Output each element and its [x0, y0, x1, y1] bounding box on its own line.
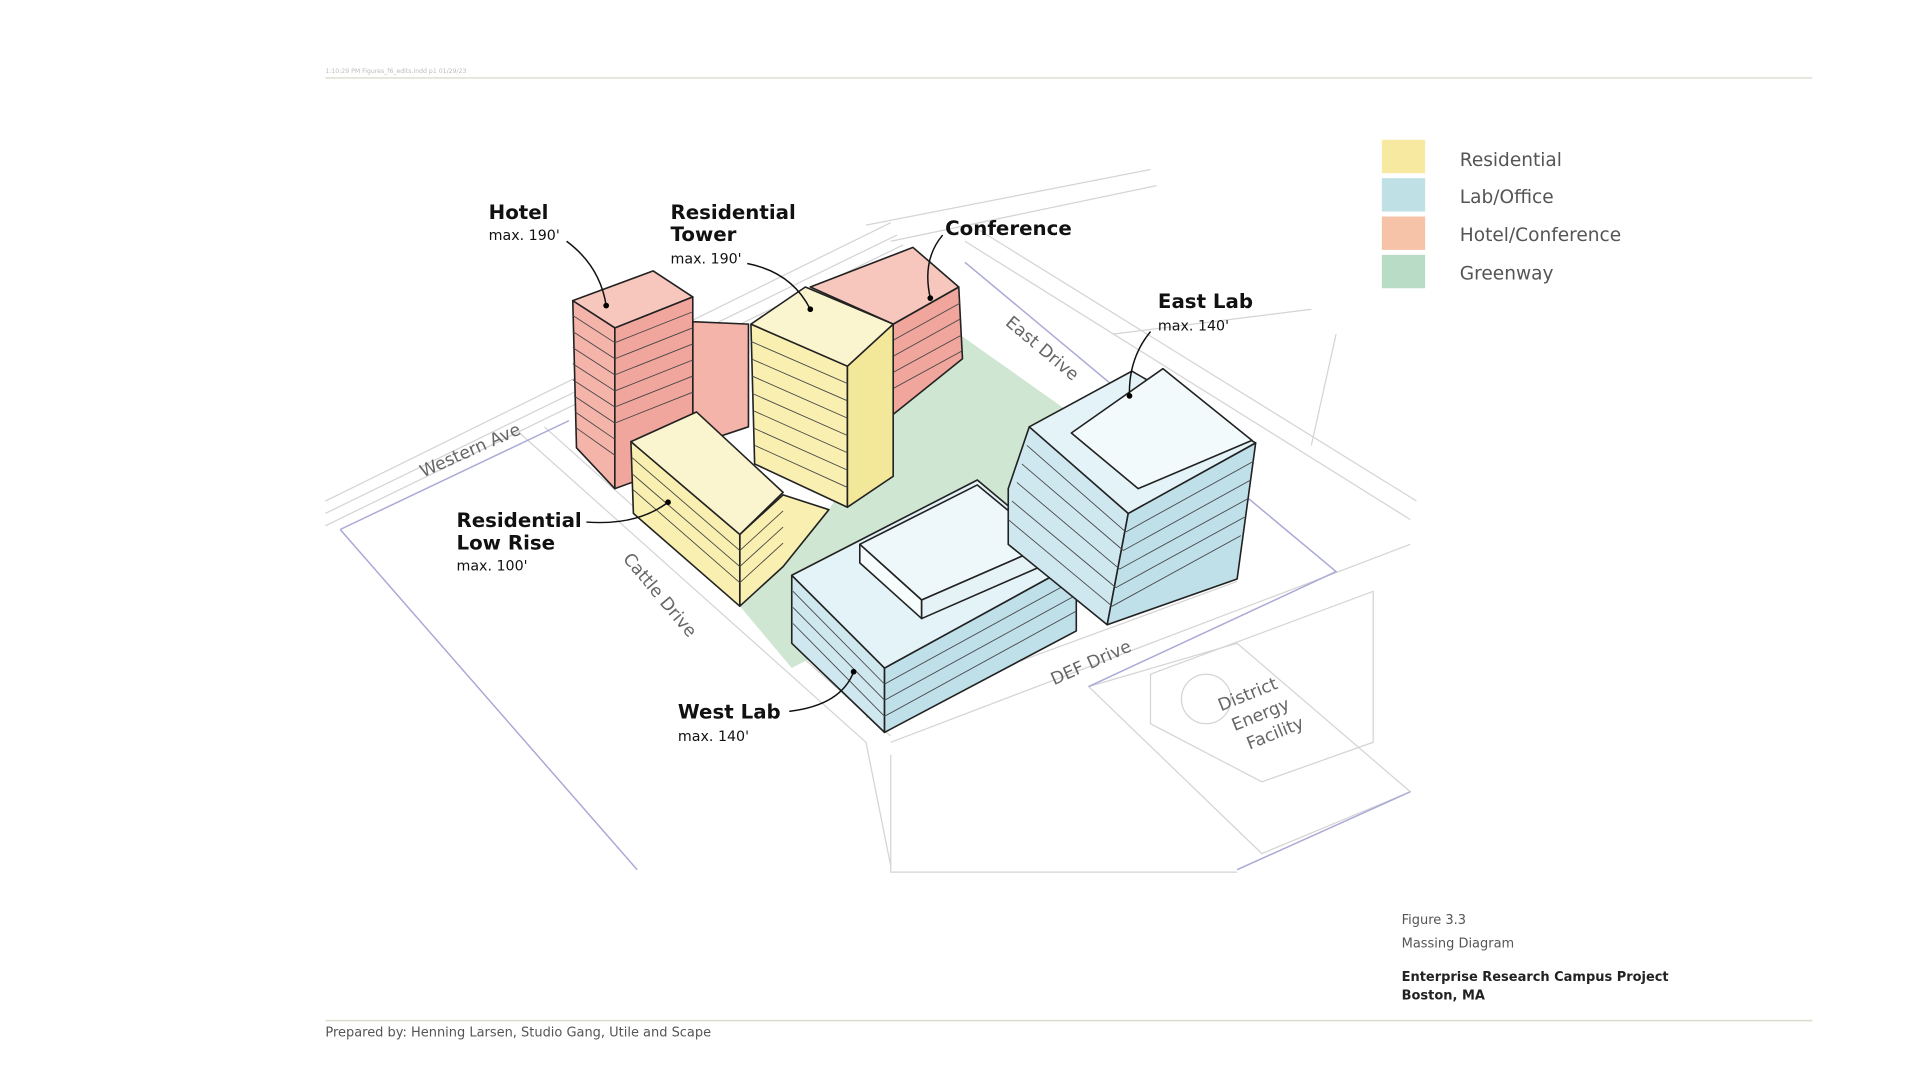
site-boundary [339, 261, 1411, 871]
legend-label: Hotel/Conference [1460, 225, 1621, 246]
hotel-label: Hotel [489, 201, 549, 224]
figure-title: Massing Diagram [1402, 937, 1515, 952]
file-info-header: 1:10:29 PM Figures_f6_edits.indd p1 01/2… [325, 68, 466, 75]
residential-low-rise-building [630, 411, 830, 607]
hotel-height: max. 190' [489, 228, 560, 244]
leader-lines [566, 234, 1152, 713]
res-low-label-2: Low Rise [456, 531, 555, 554]
project-name: Enterprise Research Campus Project [1402, 970, 1669, 985]
west-lab-building [790, 479, 1078, 734]
legend-label: Lab/Office [1460, 187, 1554, 208]
legend: Residential Lab/Office Hotel/Conference … [1381, 139, 1621, 289]
residential-tower-building [750, 286, 895, 509]
conference-label: Conference [945, 217, 1072, 240]
west-lab-label: West Lab [678, 701, 781, 724]
east-lab-height: max. 140' [1158, 318, 1229, 334]
east-lab-label: East Lab [1158, 290, 1253, 313]
legend-swatch-hotel [1381, 216, 1426, 250]
def-drive-label: DEF Drive [1048, 637, 1135, 690]
legend-swatch-greenway [1381, 254, 1426, 289]
res-low-height: max. 100' [456, 558, 527, 574]
west-lab-height: max. 140' [678, 729, 749, 745]
legend-swatch-residential [1381, 139, 1426, 174]
east-lab-building [1007, 367, 1257, 626]
res-low-label-1: Residential [456, 509, 581, 532]
cattle-drive-label: Cattle Drive [618, 550, 700, 642]
res-tower-label-2: Tower [671, 223, 737, 246]
project-location: Boston, MA [1402, 989, 1485, 1004]
prepared-by: Prepared by: Henning Larsen, Studio Gang… [325, 1026, 711, 1041]
legend-swatch-lab [1381, 178, 1426, 212]
legend-label: Residential [1460, 150, 1562, 171]
res-tower-height: max. 190' [671, 252, 742, 268]
res-tower-label-1: Residential [671, 201, 796, 224]
legend-label: Greenway [1460, 264, 1554, 285]
figure-number: Figure 3.3 [1402, 913, 1466, 928]
